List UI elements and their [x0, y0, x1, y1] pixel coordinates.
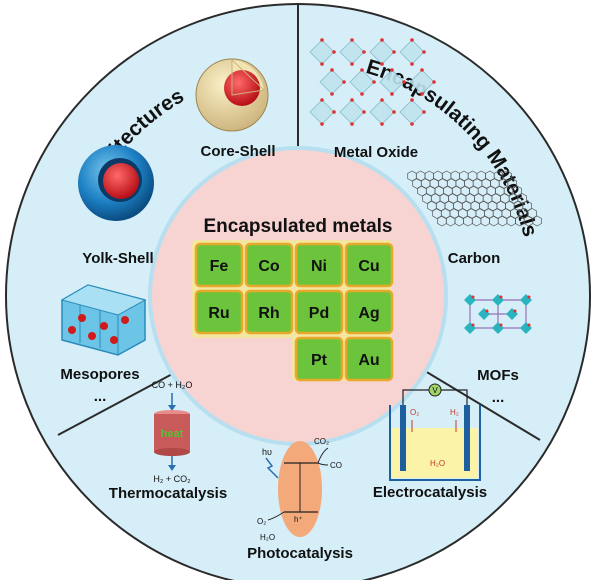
svg-text:H₂O: H₂O [430, 459, 445, 468]
metal-tile [194, 242, 244, 288]
svg-text:O₂: O₂ [410, 408, 419, 417]
metal-oxide-label: Metal Oxide [334, 144, 418, 161]
photocatalyst-icon: hυ CO₂ CO h⁺ O₂ H₂O [257, 437, 342, 542]
electrocatalysis-label: Electrocatalysis [373, 484, 487, 501]
mesopores-label: Mesopores [60, 366, 139, 383]
architectures-more: ... [94, 388, 107, 405]
carbon-sheet-icon [407, 170, 542, 227]
mofs-label: MOFs [477, 367, 519, 384]
svg-text:V: V [432, 386, 438, 395]
svg-text:hυ: hυ [262, 447, 272, 457]
metal-symbol: Co [258, 258, 280, 275]
photocatalysis-label: Photocatalysis [247, 545, 353, 562]
metal-oxide-lattice-icon [309, 38, 436, 126]
metal-symbol: Ag [358, 305, 379, 322]
svg-text:h⁺: h⁺ [294, 515, 303, 524]
metal-symbol: Au [358, 352, 379, 369]
metal-tile [294, 336, 344, 382]
yolk-shell-sphere-icon [78, 145, 154, 221]
metal-tile [344, 242, 394, 288]
electrolysis-cell-icon: V O₂ H₂ H₂O [389, 383, 481, 481]
divider-left [57, 371, 177, 436]
metal-tile [244, 242, 294, 288]
metal-symbol: Cu [358, 258, 379, 275]
svg-text:CO: CO [330, 461, 342, 470]
metal-tile [294, 289, 344, 335]
metal-symbol: Pt [311, 352, 328, 369]
yolk-shell-label: Yolk-Shell [82, 250, 153, 267]
metal-symbol: Rh [258, 305, 279, 322]
core-shell-label: Core-Shell [200, 143, 275, 160]
center-title: Encapsulated metals [203, 216, 392, 237]
thermo-reactor-icon: CO + H₂O heat H₂ + CO₂ [152, 380, 193, 484]
mof-structure-icon [464, 294, 532, 334]
svg-text:O₂: O₂ [257, 517, 266, 526]
metal-symbol: Ru [208, 305, 229, 322]
svg-text:H₂: H₂ [450, 408, 459, 417]
svg-text:CO + H₂O: CO + H₂O [152, 380, 193, 390]
metal-symbol: Ni [311, 258, 327, 275]
materials-more: ... [492, 389, 505, 406]
svg-text:heat: heat [161, 428, 184, 440]
metal-tile [344, 289, 394, 335]
carbon-label: Carbon [448, 250, 501, 267]
mesopores-icon [60, 284, 147, 356]
svg-text:H₂ + CO₂: H₂ + CO₂ [153, 474, 191, 484]
metal-symbol: Pd [309, 305, 329, 322]
thermocatalysis-label: Thermocatalysis [109, 485, 227, 502]
svg-text:CO₂: CO₂ [314, 437, 329, 446]
divider-right [419, 367, 541, 441]
metal-tile [194, 289, 244, 335]
metal-symbol: Fe [210, 258, 229, 275]
metal-tile [344, 336, 394, 382]
svg-text:H₂O: H₂O [260, 533, 275, 542]
core-shell-sphere-icon [195, 58, 269, 132]
metal-tile [294, 242, 344, 288]
metal-tile [244, 289, 294, 335]
